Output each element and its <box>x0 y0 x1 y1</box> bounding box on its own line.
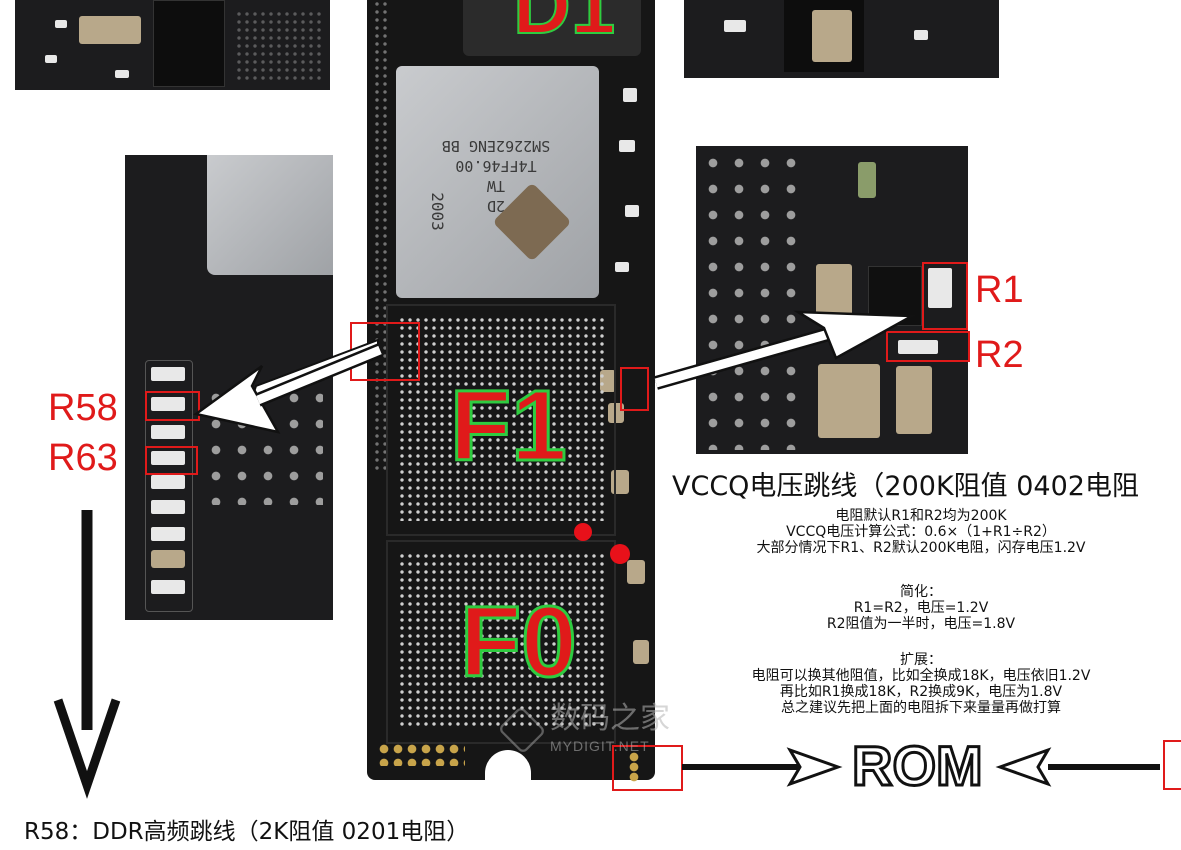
watermark-text-cn: 数码之家 <box>550 701 670 736</box>
r1-label: R1 <box>975 269 1024 311</box>
watermark: 数码之家 MYDIGIT.NET <box>497 701 688 758</box>
nand-f1-label: F1 <box>449 370 569 482</box>
resistor <box>928 268 952 308</box>
bga-pad-grid <box>398 552 604 727</box>
simplify-heading: 简化： <box>900 584 942 600</box>
resistor <box>724 20 746 32</box>
capacitor <box>151 550 185 568</box>
watermark-text-en: MYDIGIT.NET <box>550 738 650 754</box>
capacitor <box>627 560 645 584</box>
r63-highlight-box <box>145 446 198 475</box>
resistor <box>151 580 185 594</box>
bottom-caption: R58：DDR高频跳线（2K阻值 0201电阻） <box>24 819 470 845</box>
watermark-logo-icon <box>497 705 547 755</box>
arrow-to-left-zoom-icon <box>193 338 383 434</box>
capacitor <box>600 370 616 392</box>
marker-dot <box>610 544 630 564</box>
resistor <box>151 451 185 465</box>
nand-f1-area: F1 <box>386 304 616 536</box>
bga-pad-grid <box>398 316 604 521</box>
status-led <box>858 162 876 198</box>
rom-pads <box>628 752 640 782</box>
resistor <box>55 20 67 28</box>
resistor <box>151 425 185 439</box>
nand-f0-area: F0 <box>386 540 616 744</box>
mounting-notch <box>485 750 531 780</box>
nand-f0-label: F0 <box>459 586 579 698</box>
controller-chip: 2D TW T4FF46.00 SM2262ENG BB 2003 <box>396 66 599 298</box>
vccq-note-line: 大部分情况下R1、R2默认200K电阻，闪存电压1.2V <box>756 540 1086 556</box>
arrow-right-to-rom-icon <box>682 747 843 787</box>
arrow-to-right-zoom-icon <box>654 310 917 390</box>
top-right-zoom-photo <box>684 0 999 78</box>
capacitor <box>812 10 852 62</box>
vccq-title: VCCQ电压跳线（200K阻值 0402电阻 <box>672 471 1139 502</box>
arrow-down-icon <box>53 510 121 799</box>
resistor <box>625 205 639 217</box>
extend-heading: 扩展： <box>900 652 942 668</box>
r1-highlight-box <box>922 262 968 330</box>
r63-label: R63 <box>48 437 118 479</box>
resistor <box>151 367 185 381</box>
capacitor <box>633 640 649 664</box>
resistor <box>151 500 185 514</box>
vccq-notes: 电阻默认R1和R2均为200K VCCQ电压计算公式：0.6×（1+R1÷R2）… <box>690 508 1152 716</box>
resistor <box>151 475 185 489</box>
via-dots <box>235 10 325 80</box>
resistor <box>914 30 928 40</box>
resistor <box>623 88 637 102</box>
r58-highlight-box <box>145 391 200 421</box>
capacitor <box>79 16 141 44</box>
resistor <box>898 340 938 354</box>
top-left-zoom-photo <box>15 0 330 90</box>
extend-line: 电阻可以换其他阻值，比如全换成18K，电压依旧1.2V <box>751 668 1091 684</box>
resistor <box>45 55 57 63</box>
dram-chip-label: D1 <box>512 0 616 51</box>
r2-label: R2 <box>975 334 1024 376</box>
resistor-column <box>145 360 193 612</box>
resistor <box>619 140 635 152</box>
capacitor <box>818 364 880 438</box>
resistor <box>615 262 629 272</box>
r2-highlight-box <box>886 331 970 362</box>
rom-label: ROM <box>851 734 985 797</box>
resistor <box>151 527 185 541</box>
r58-label: R58 <box>48 387 118 429</box>
simplify-line: R1=R2，电压=1.2V <box>853 600 989 616</box>
extend-line: 再比如R1换成18K，R2换成9K，电压为1.8V <box>779 684 1063 700</box>
rom-highlight-box-right <box>1163 740 1181 790</box>
marker-dot <box>574 523 592 541</box>
simplify-line: R2阻值为一半时，电压=1.8V <box>826 616 1016 632</box>
vccq-note-line: VCCQ电压计算公式：0.6×（1+R1÷R2） <box>786 524 1056 540</box>
vccq-note-line: 电阻默认R1和R2均为200K <box>835 508 1007 524</box>
resistor <box>151 397 185 411</box>
via-dots <box>700 150 804 450</box>
extend-line: 总之建议先把上面的电阻拆下来量量再做打算 <box>781 700 1061 716</box>
capacitor <box>896 366 932 434</box>
gold-pad-row <box>377 742 465 766</box>
arrow-left-to-rom-icon <box>995 747 1160 787</box>
dram-chip: D1 <box>463 0 641 56</box>
ssd-board-photo: D1 2D TW T4FF46.00 SM2262ENG BB 2003 F1 … <box>367 0 655 780</box>
controller-chip-edge <box>207 155 333 275</box>
component-chip <box>153 0 225 87</box>
r1r2-source-highlight-box <box>620 367 649 411</box>
resistor <box>115 70 129 78</box>
